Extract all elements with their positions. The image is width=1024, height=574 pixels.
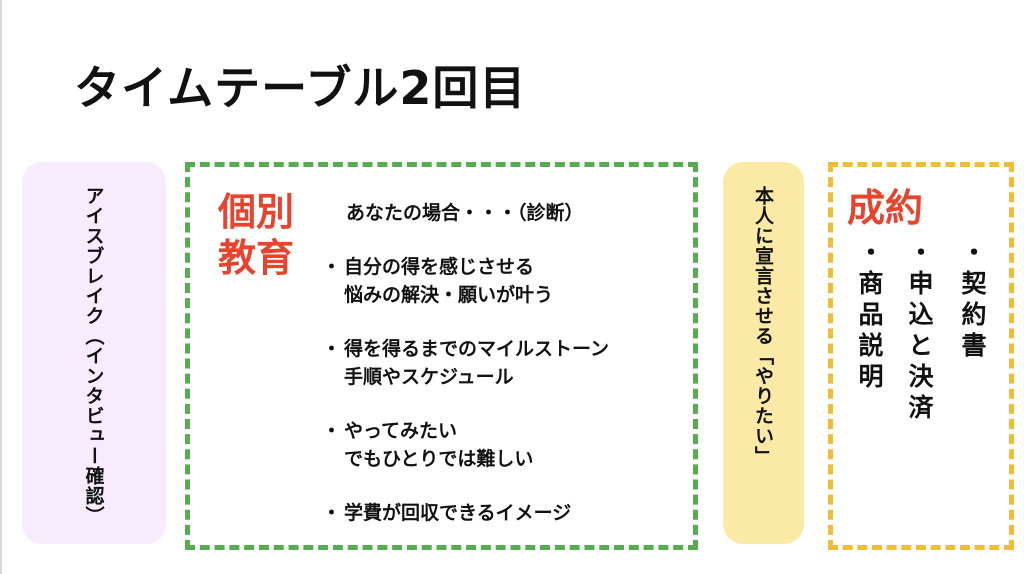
education-panel: 個別教育 あなたの場合・・・（診断） ・ 自分の得を感じさせる 悩みの解決・願い… [185, 162, 698, 550]
contract-heading: 成約 [847, 186, 924, 230]
contract-item-product-explanation: ・商品説明 [855, 239, 884, 394]
contract-item-contract-document: ・契約書 [958, 239, 987, 363]
bullet: ・ [322, 502, 342, 524]
slide-edge-line [0, 0, 2, 574]
bullet: ・ [322, 338, 342, 360]
list-item: ・ 得を得るまでのマイルストーン 手順やスケジュール [322, 335, 609, 391]
education-heading: 個別教育 [218, 190, 295, 280]
contract-item-application-payment: ・申込と決済 [905, 239, 934, 425]
declare-panel: 本人に宣言させる「やりたい」 [723, 162, 804, 544]
bullet: ・ [322, 420, 342, 442]
education-list: ・ 自分の得を感じさせる 悩みの解決・願いが叶う ・ 得を得るまでのマイルストー… [322, 253, 609, 553]
contract-panel: 成約 ・契約書 ・申込と決済 ・商品説明 [828, 162, 1014, 550]
item-line-1: 学費が回収できるイメージ [344, 502, 572, 524]
bullet: ・ [322, 256, 342, 278]
icebreak-text: アイスブレイク（インタビュー確認） [82, 186, 105, 526]
item-line-1: やってみたい [344, 420, 458, 442]
declare-text: 本人に宣言させる「やりたい」 [752, 186, 774, 466]
icebreak-panel: アイスブレイク（インタビュー確認） [22, 162, 166, 544]
item-line-2: 手順やスケジュール [344, 366, 514, 388]
item-line-1: 自分の得を感じさせる [344, 256, 535, 278]
diagnosis-line: あなたの場合・・・（診断） [346, 202, 584, 224]
slide-title: タイムテーブル2回目 [74, 61, 527, 115]
item-line-1: 得を得るまでのマイルストーン [344, 338, 610, 360]
list-item: ・ 自分の得を感じさせる 悩みの解決・願いが叶う [322, 253, 609, 309]
list-item: ・ 学費が回収できるイメージ [322, 499, 609, 527]
list-item: ・ やってみたい でもひとりでは難しい [322, 417, 609, 473]
item-line-2: でもひとりでは難しい [344, 448, 534, 470]
item-line-2: 悩みの解決・願いが叶う [344, 284, 554, 306]
